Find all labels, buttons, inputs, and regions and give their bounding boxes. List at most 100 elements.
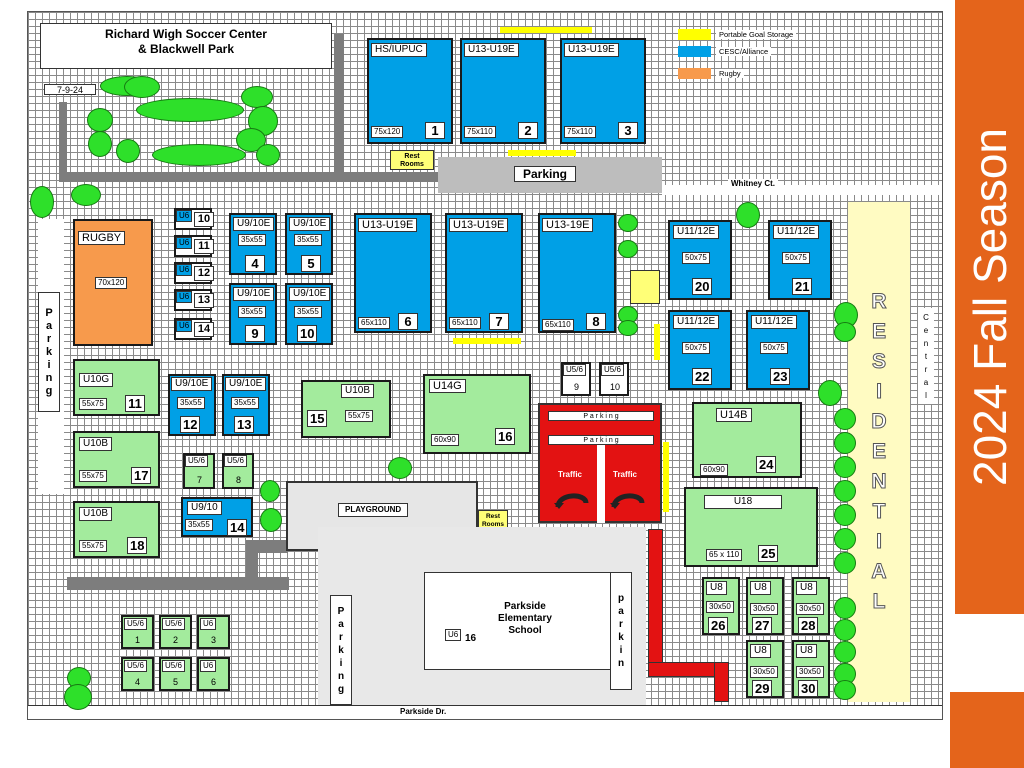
field-13[interactable]: U9/10E 35x55 13 <box>222 374 270 436</box>
field-7-age: U13-U19E <box>449 218 509 232</box>
tree-icon <box>834 322 856 342</box>
field-u9[interactable]: U5/6 9 <box>561 362 591 396</box>
field-9-number: 9 <box>245 325 265 342</box>
field-s14[interactable]: U6 14 <box>174 318 214 340</box>
field-6[interactable]: U13-U19E 65x110 6 <box>354 213 432 333</box>
legend-goal-storage-swatch <box>678 29 711 40</box>
field-14-number: 14 <box>227 519 248 536</box>
field-1-size: 75x120 <box>371 126 404 138</box>
field-u10[interactable]: U5/6 10 <box>599 362 629 396</box>
field-b6[interactable]: U6 6 <box>197 657 230 691</box>
field-24-size: 60x90 <box>700 464 728 476</box>
field-s14-number: 14 <box>194 322 214 337</box>
tree-icon <box>260 508 282 532</box>
tree-icon <box>834 597 856 619</box>
field-b5[interactable]: U5/6 5 <box>159 657 192 691</box>
field-1[interactable]: HS/IUPUC 75x120 1 <box>367 38 453 144</box>
field-7[interactable]: U13-U19E 65x110 7 <box>445 213 523 333</box>
field-14[interactable]: U9/10 35x55 14 <box>181 497 253 537</box>
field-b3[interactable]: U6 3 <box>197 615 230 649</box>
goal-storage-lot-edge <box>663 442 669 512</box>
field-2[interactable]: U13-U19E 75x110 2 <box>460 38 546 144</box>
field-22[interactable]: U11/12E 50x75 22 <box>668 310 732 390</box>
field-11[interactable]: U10G 55x75 11 <box>73 359 160 416</box>
field-20-size: 50x75 <box>682 252 710 264</box>
field-24[interactable]: U14B 60x90 24 <box>692 402 802 478</box>
field-3-age: U13-U19E <box>564 43 619 57</box>
field-b3-number: 3 <box>211 635 217 645</box>
field-u9-number: 9 <box>574 382 580 392</box>
field-29-age: U8 <box>750 644 771 658</box>
season-title: 2024 Fall Season <box>963 127 1016 487</box>
field-u7[interactable]: U5/6 7 <box>183 453 215 489</box>
field-2-age: U13-U19E <box>464 43 519 57</box>
field-b2[interactable]: U5/6 2 <box>159 615 192 649</box>
field-29-number: 29 <box>752 680 773 697</box>
field-18-age: U10B <box>79 507 113 521</box>
field-30-age: U8 <box>796 644 817 658</box>
legend-cesc-swatch <box>678 46 711 57</box>
field-s13[interactable]: U6 13 <box>174 289 214 311</box>
field-16-number: 16 <box>495 428 516 445</box>
field-29[interactable]: U8 30x50 29 <box>746 640 784 698</box>
field-8[interactable]: U13-19E 65x110 8 <box>538 213 616 333</box>
road-top-horizontal <box>66 172 444 182</box>
field-4[interactable]: U9/10E 35x55 4 <box>229 213 277 275</box>
field-23[interactable]: U11/12E 50x75 23 <box>746 310 810 390</box>
field-s12-age: U6 <box>176 264 193 276</box>
field-s14-age: U6 <box>176 320 193 332</box>
field-17[interactable]: U10B 55x75 17 <box>73 431 160 488</box>
field-b4[interactable]: U5/6 4 <box>121 657 154 691</box>
field-15[interactable]: U10B 15 55x75 <box>301 380 391 438</box>
field-5[interactable]: U9/10E 35x55 5 <box>285 213 333 275</box>
field-27[interactable]: U8 30x50 27 <box>746 577 784 635</box>
field-5-number: 5 <box>301 255 321 272</box>
field-s10[interactable]: U6 10 <box>174 208 214 230</box>
field-12[interactable]: U9/10E 35x55 12 <box>168 374 216 436</box>
field-6-number: 6 <box>398 313 418 330</box>
field-5-size: 35x55 <box>294 234 322 246</box>
tree-icon <box>834 504 856 526</box>
field-b4-number: 4 <box>135 677 141 687</box>
road-bottom-left <box>67 577 289 590</box>
traffic-lot[interactable]: P a r k i n g P a r k i n g Traffic Traf… <box>538 403 662 523</box>
field-3[interactable]: U13-U19E 75x110 3 <box>560 38 646 144</box>
field-25-size: 65 x 110 <box>706 549 743 561</box>
rugby-field[interactable]: RUGBY 70x120 <box>73 219 153 346</box>
legend-goal-storage-label: Portable Goal Storage <box>716 30 797 39</box>
field-10-age: U9/10E <box>289 287 331 301</box>
field-2-number: 2 <box>518 122 538 139</box>
field-s12[interactable]: U6 12 <box>174 262 214 284</box>
field-9[interactable]: U9/10E 35x55 9 <box>229 283 277 345</box>
field-26[interactable]: U8 30x50 26 <box>702 577 740 635</box>
field-10[interactable]: U9/10E 35x55 10 <box>285 283 333 345</box>
field-30[interactable]: U8 30x50 30 <box>792 640 830 698</box>
field-b5-number: 5 <box>173 677 179 687</box>
field-16[interactable]: U14G 60x90 16 <box>423 374 531 454</box>
field-s11[interactable]: U6 11 <box>174 235 214 257</box>
traffic-label-1: Traffic <box>558 470 583 479</box>
field-u8[interactable]: U5/6 8 <box>222 453 254 489</box>
tree-icon <box>87 108 113 132</box>
goal-storage-mid <box>453 338 521 344</box>
field-s13-age: U6 <box>176 291 193 303</box>
tree-icon <box>88 131 112 157</box>
field-6-age: U13-U19E <box>358 218 418 232</box>
field-18[interactable]: U10B 55x75 18 <box>73 501 160 558</box>
field-b1[interactable]: U5/6 1 <box>121 615 154 649</box>
parkside-drive-label: Parkside Dr. <box>400 707 447 716</box>
field-5-age: U9/10E <box>289 217 331 231</box>
field-25[interactable]: U18 65 x 110 25 <box>684 487 818 567</box>
parkside-drive <box>28 705 942 719</box>
field-23-size: 50x75 <box>760 342 788 354</box>
field-21[interactable]: U11/12E 50x75 21 <box>768 220 832 300</box>
tree-icon <box>388 457 412 479</box>
field-28[interactable]: U8 30x50 28 <box>792 577 830 635</box>
goal-storage-side <box>654 324 660 360</box>
field-u10-age: U5/6 <box>601 364 624 376</box>
field-20[interactable]: U11/12E 50x75 20 <box>668 220 732 300</box>
field-s12-number: 12 <box>194 266 214 281</box>
